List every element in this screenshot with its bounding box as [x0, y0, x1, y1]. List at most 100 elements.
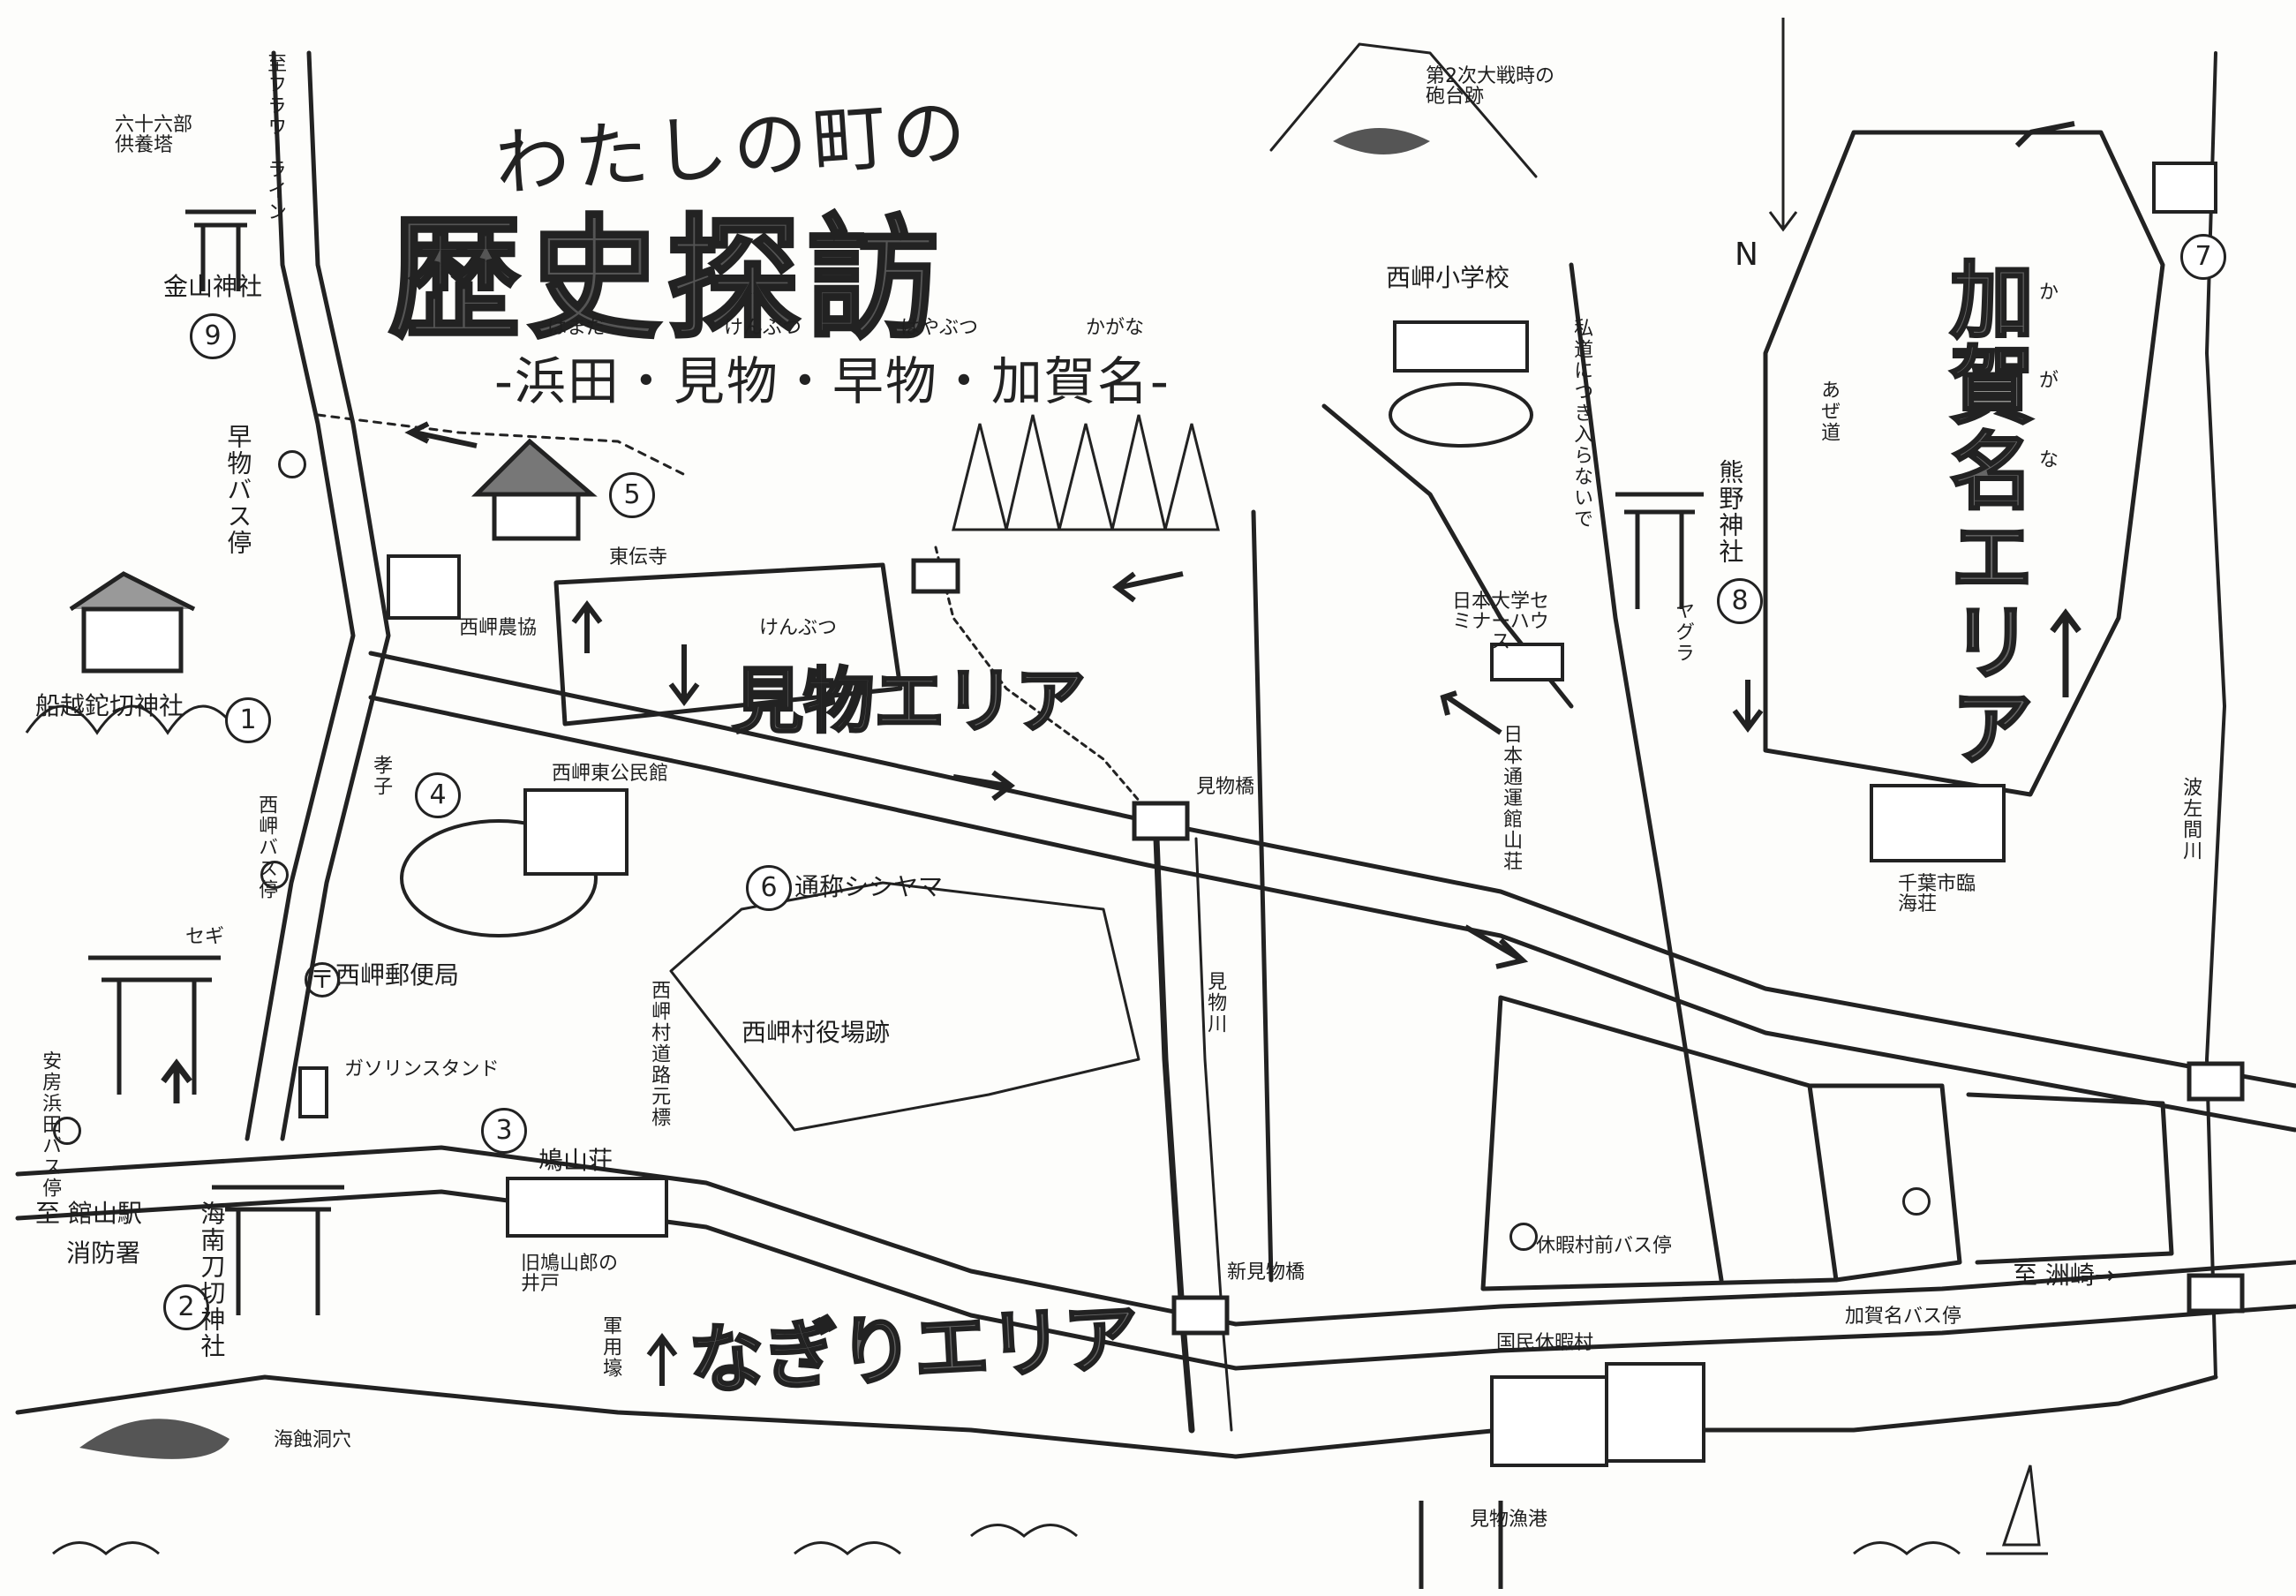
- label-hayamono-busstop: 早物バス停: [223, 424, 253, 556]
- building-p7: [2152, 162, 2217, 214]
- bridge-shin-kenbutsu: [1171, 1295, 1230, 1336]
- arrow-top-left: [404, 421, 478, 448]
- label-kokumin-kyukamura: 国民休暇村: [1496, 1332, 1594, 1354]
- building-kominkan: [523, 788, 629, 876]
- arrow-up-block: [571, 600, 603, 653]
- title-areas: -浜田・見物・早物・加賀名-: [494, 351, 1171, 411]
- coastline: [15, 1374, 2218, 1459]
- label-kyukamura-busstop: 休暇村前バス停: [1536, 1235, 1673, 1257]
- harbor-pier: [1419, 1501, 1503, 1589]
- label-nittsu: 日本通運館山荘: [1500, 724, 1523, 872]
- shrine-body-p1: [81, 606, 184, 674]
- furigana-ga: が: [2039, 370, 2059, 392]
- furigana-na: な: [2039, 449, 2059, 471]
- place-marker-5: 5: [609, 472, 655, 518]
- temple-roof-p5: [470, 438, 598, 497]
- furigana-hamada: はまだ: [547, 317, 606, 339]
- mountain-outline: [1269, 42, 1538, 178]
- place-marker-2: 2: [163, 1284, 209, 1330]
- label-battery: 第2次大戦時の砲台跡: [1426, 65, 1555, 109]
- road-block-far-right: [1966, 1092, 2174, 1265]
- label-nokyo: 西岬農協: [459, 617, 538, 639]
- building-nichidai: [1490, 643, 1564, 681]
- place-name-4: 孝子: [370, 755, 393, 797]
- post-office-icon: 〒: [305, 962, 340, 998]
- school-track: [1389, 382, 1533, 448]
- furigana-kagana: かがな: [1086, 317, 1145, 339]
- road-right-vertical: [1569, 262, 1724, 1283]
- label-kenbutsu-port: 見物漁港: [1470, 1509, 1548, 1531]
- label-nichidai: 日本大学セミナーハウス: [1451, 591, 1549, 654]
- arrow-west-1: [1112, 571, 1184, 603]
- area-kenbutsu: 見物エリア: [732, 659, 1088, 744]
- furigana-hayamono: はやぶつ: [900, 317, 979, 339]
- arrow-up-right: [2050, 608, 2081, 697]
- bus-stop-icon: [1902, 1187, 1931, 1216]
- bridge-hill: [911, 558, 960, 594]
- label-yakuba: 西岬村役場跡: [741, 1018, 891, 1047]
- label-school: 西岬小学校: [1386, 263, 1510, 292]
- label-gas-station: ガソリンスタンド: [344, 1058, 500, 1080]
- label-kaigan-cave: 海蝕洞穴: [274, 1429, 352, 1451]
- label-post-office: 西岬郵便局: [335, 960, 460, 990]
- building-school: [1393, 320, 1529, 373]
- bridge-hasama-upper: [2187, 1061, 2245, 1102]
- place-name-1: 船越鉈切神社: [35, 691, 184, 720]
- cave-shape: [79, 1419, 230, 1459]
- shrine-gate-p8: [1615, 492, 1704, 609]
- area-kagana: 加賀名エリア: [1935, 255, 2035, 772]
- road-kenbutsu-block: [553, 562, 903, 726]
- place-name-9: 金山神社: [163, 272, 263, 301]
- arrow-east-1: [952, 770, 1015, 802]
- bridge-hasama-lower: [2187, 1273, 2245, 1314]
- label-gunyougou: 軍用壕: [599, 1315, 622, 1379]
- place-name-3: 鳩山荘: [538, 1146, 614, 1175]
- label-shin-kenbutsu-bridge: 新見物橋: [1227, 1261, 1306, 1284]
- place-marker-7: 7: [2180, 234, 2226, 280]
- road-left-vertical-inner: [280, 50, 391, 1141]
- place-name-8: 熊野神社: [1715, 459, 1745, 565]
- road-upper-east-west-inner: [368, 695, 2296, 1133]
- place-marker-1: 1: [225, 697, 271, 743]
- temple-body-p5: [492, 492, 581, 541]
- arrow-down-block: [668, 644, 700, 706]
- arrow-up-coast: [646, 1333, 678, 1386]
- building-kyukamura-2: [1605, 1362, 1705, 1463]
- label-north: N: [1735, 237, 1758, 273]
- label-chiba-kaiso: 千葉市臨海荘: [1898, 873, 1976, 916]
- arrow-top-right: [2014, 121, 2075, 148]
- label-kenbutsu-bridge: 見物橋: [1196, 776, 1255, 798]
- label-hasama-river: 波左間川: [2179, 777, 2202, 862]
- label-yagura: ヤグラ: [1672, 600, 1695, 664]
- place-sub-3: 旧鳩山郎の井戸: [521, 1253, 619, 1296]
- furigana-kenbutsu: けんぶつ: [724, 317, 802, 339]
- bus-stop-icon: [260, 861, 289, 889]
- building-gas-station: [298, 1066, 328, 1118]
- label-to-sunosaki: 至 洲崎→: [2013, 1261, 2116, 1290]
- place-marker-4: 4: [415, 772, 461, 818]
- bus-stop-icon: [1509, 1223, 1538, 1251]
- label-road-sign: 西岬村道路元標: [648, 980, 671, 1128]
- shrine-gate-p9: [185, 209, 256, 291]
- river-kenbutsu-side: [1194, 837, 1233, 1432]
- place-marker-9: 9: [190, 313, 236, 359]
- road-center-vertical: [1251, 509, 1274, 1283]
- tree-cluster-left: [25, 704, 240, 735]
- place-marker-8: 8: [1717, 578, 1763, 624]
- shrine-gate-p2: [212, 1185, 344, 1315]
- label-kenbutsu-river: 見物川: [1204, 971, 1227, 1035]
- place-name-6: 通称シシヤマ: [794, 872, 944, 901]
- building-kyukamura-1: [1490, 1375, 1608, 1467]
- label-kominkan: 西岬東公民館: [552, 763, 669, 785]
- place-name-5: 東伝寺: [609, 546, 668, 568]
- path-dotted-top: [316, 413, 690, 478]
- road-block-right: [1807, 1083, 1962, 1283]
- label-private-road: 私道につき入らないで: [1570, 318, 1593, 530]
- road-coastal: [15, 1145, 2296, 1327]
- hill-outline: [669, 881, 1140, 1132]
- label-azemichi: あぜ道: [1818, 380, 1841, 443]
- furigana-kenbutsu-area: けんぶつ: [759, 617, 838, 639]
- bus-stop-icon: [53, 1117, 81, 1145]
